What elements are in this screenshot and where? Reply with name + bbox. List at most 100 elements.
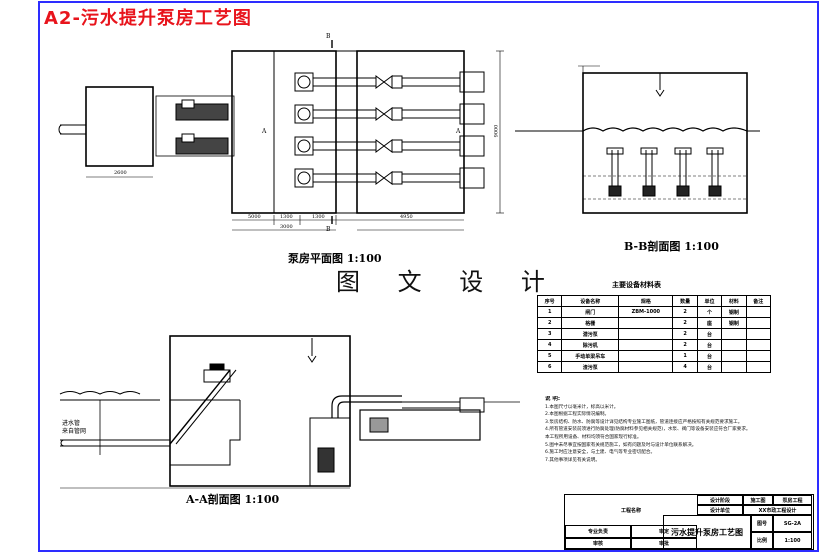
table-cell <box>618 317 674 329</box>
section-bb-caption: B-B剖面图 1:100 <box>624 240 719 253</box>
note-line: 3.泵房结构、防水、防腐等设计详见结构专业施工图纸，管道连接应严格按照有关规范要… <box>545 419 743 425</box>
table-cell: 台 <box>696 350 723 362</box>
table-cell <box>618 339 674 351</box>
table-cell: 2 <box>672 339 698 351</box>
plan-view <box>58 40 504 231</box>
table-cell: 手动单梁吊车 <box>561 350 620 362</box>
table-cell <box>618 328 674 340</box>
note-line: 1.本图尺寸以毫米计，标高以米计。 <box>545 404 619 410</box>
table-cell: 5 <box>536 350 563 362</box>
col-header: 单位 <box>696 295 723 307</box>
table-cell: 除污机 <box>561 339 620 351</box>
table-header-row: 序号 设备名称 规格 数量 单位 材料 备注 <box>536 295 772 307</box>
table-cell: 2 <box>672 328 698 340</box>
table-row: 2 格栅 2 座 钢制 <box>536 317 772 329</box>
table-cell: 4 <box>672 361 698 373</box>
title-block: 专业负责 审核 审定 审批 设计阶段 设计单位 施工图 XX市政工程设计 泵房工… <box>564 494 814 550</box>
section-mark-bottom: B <box>326 226 331 233</box>
table-cell: 个 <box>696 306 723 318</box>
drawing-name: 污水提升泵房工艺图 <box>663 515 751 549</box>
page-title: A2-污水提升泵房工艺图 <box>44 8 252 29</box>
table-cell <box>721 361 747 373</box>
table-cell <box>721 339 747 351</box>
col-header: 设备名称 <box>561 295 620 307</box>
table-cell <box>721 328 747 340</box>
table-row: 4 除污机 2 台 <box>536 339 772 351</box>
table-cell: 1 <box>536 306 563 318</box>
materials-table: 序号 设备名称 规格 数量 单位 材料 备注 1 闸门 ZBM-1000 2 个… <box>536 295 772 373</box>
table-cell: 2 <box>672 306 698 318</box>
section-mark-top: B <box>326 33 331 40</box>
notes-heading: 说 明: <box>545 396 561 402</box>
table-cell <box>745 328 772 340</box>
tb-value: SG-2A <box>773 515 812 532</box>
dim-label: 5000 <box>248 214 261 220</box>
dim-label: 3000 <box>280 224 293 230</box>
tb-label: 泵房工程 <box>773 495 812 505</box>
note-line: 2.本图根据工程实际情况编制。 <box>545 412 610 418</box>
dim-label: 4950 <box>400 214 413 220</box>
section-aa-view <box>59 335 520 489</box>
col-header: 数量 <box>672 295 698 307</box>
note-line: 本工程所用设备、材料均须符合国家现行标准。 <box>545 434 642 440</box>
col-header: 备注 <box>745 295 772 307</box>
table-cell: 3 <box>536 328 563 340</box>
note-line: 5.图中未尽事宜按国家有关规范施工，如有问题及时与设计单位联系解决。 <box>545 442 697 448</box>
tb-label: 工程名称 <box>620 507 641 514</box>
table-row: 1 闸门 ZBM-1000 2 个 钢制 <box>536 306 772 318</box>
table-cell <box>745 361 772 373</box>
watermark-text: 图 文 设 计 <box>336 268 560 296</box>
section-bb-view <box>515 65 760 214</box>
table-cell: 4 <box>536 339 563 351</box>
table-cell <box>745 306 772 318</box>
tb-label: 图号 <box>751 515 773 532</box>
table-cell: 2 <box>672 317 698 329</box>
tb-label: 专业负责 <box>565 525 631 538</box>
table-row: 3 潜污泵 2 台 <box>536 328 772 340</box>
plan-caption: 泵房平面图 1:100 <box>288 252 382 265</box>
section-aa-caption: A-A剖面图 1:100 <box>186 493 280 506</box>
note-line: 7.其他事项详见有关说明。 <box>545 457 600 463</box>
design-notes: 说 明: 1.本图尺寸以毫米计，标高以米计。 2.本图根据工程实际情况编制。 3… <box>545 396 785 464</box>
table-cell: 座 <box>696 317 723 329</box>
table-cell: 1 <box>672 350 698 362</box>
dim-label: 1300 <box>312 214 325 220</box>
tb-label: 设计阶段 <box>697 495 743 505</box>
col-header: 序号 <box>536 295 563 307</box>
tb-label: 比例 <box>751 532 773 549</box>
dim-label: 9000 <box>493 124 500 138</box>
section-mark-left: A <box>262 128 267 135</box>
table-cell: 6 <box>536 361 563 373</box>
table-cell <box>721 350 747 362</box>
table-cell <box>745 339 772 351</box>
table-cell: 钢制 <box>721 317 747 329</box>
inlet-pipe-label: 进水管 <box>62 420 81 427</box>
col-header: 材料 <box>721 295 747 307</box>
materials-title: 主要设备材料表 <box>612 280 661 289</box>
table-cell: 台 <box>696 361 723 373</box>
note-line: 6.施工时应注意安全，与土建、电气等专业密切配合。 <box>545 450 656 456</box>
dim-label: 1300 <box>280 214 293 220</box>
inlet-source-label: 来自管网 <box>62 428 87 435</box>
table-cell <box>745 317 772 329</box>
note-line: 4.所有管道安装前须进行防腐处理(防腐材料参见相关规范)，水泵、阀门等设备安装应… <box>545 427 751 433</box>
table-cell <box>618 350 674 362</box>
dim-label: 2600 <box>114 170 127 176</box>
table-cell <box>745 350 772 362</box>
table-cell: 钢制 <box>721 306 747 318</box>
table-cell: 潜污泵 <box>561 328 620 340</box>
tb-label: XX市政工程设计 <box>743 505 812 515</box>
table-cell: 台 <box>696 339 723 351</box>
table-cell: 闸门 <box>561 306 620 318</box>
table-row: 6 渣污泵 4 台 <box>536 361 772 373</box>
drawing-frame <box>38 1 819 552</box>
table-cell: ZBM-1000 <box>618 306 674 318</box>
table-cell: 2 <box>536 317 563 329</box>
col-header: 规格 <box>618 295 674 307</box>
tb-label: 审核 <box>565 538 631 549</box>
table-cell: 格栅 <box>561 317 620 329</box>
table-row: 5 手动单梁吊车 1 台 <box>536 350 772 362</box>
tb-value: 1:100 <box>773 532 812 549</box>
